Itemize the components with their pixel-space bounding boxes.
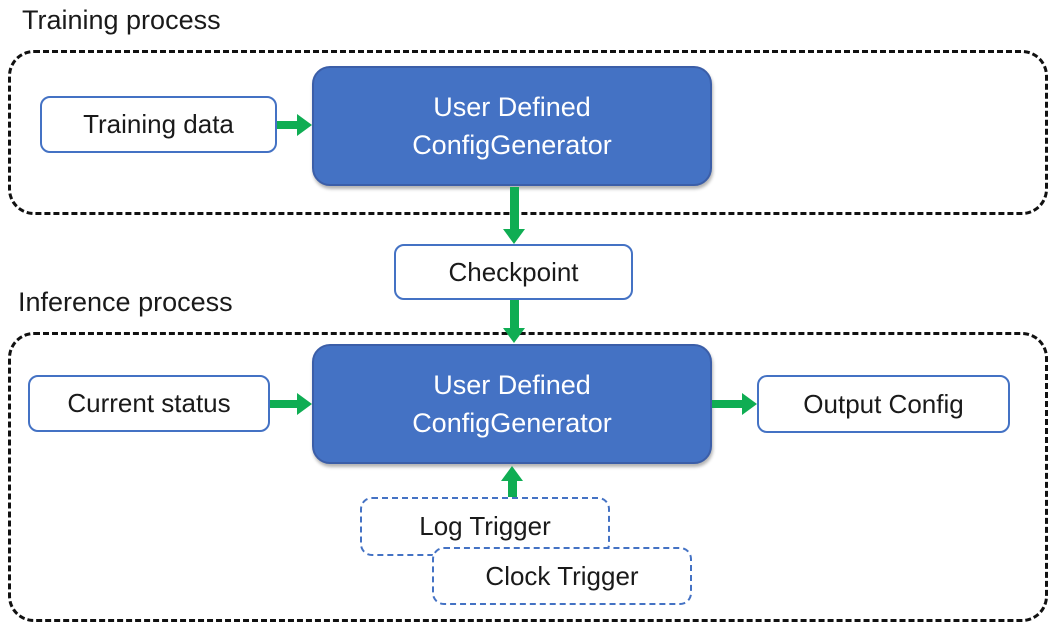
inference-generator-line1: User Defined <box>433 370 591 400</box>
arrow-checkpoint-to-inference-generator <box>503 300 525 343</box>
clock-trigger-label: Clock Trigger <box>485 560 639 591</box>
arrow-training-data-to-generator <box>277 114 312 136</box>
current-status-label: Current status <box>67 388 231 418</box>
arrow-triggers-to-generator <box>501 466 523 497</box>
inference-generator-line2: ConfigGenerator <box>412 408 612 438</box>
training-section-label: Training process <box>22 5 221 35</box>
training-data-label: Training data <box>83 109 234 139</box>
checkpoint-label: Checkpoint <box>448 256 579 287</box>
arrow-generator-to-checkpoint <box>503 187 525 244</box>
output-config-box: Output Config <box>757 375 1010 433</box>
current-status-box: Current status <box>28 375 270 432</box>
clock-trigger-box: Clock Trigger <box>432 547 692 605</box>
inference-generator-box: User Defined ConfigGenerator <box>312 344 712 464</box>
arrow-generator-to-output-config <box>712 393 757 415</box>
log-trigger-label: Log Trigger <box>419 511 551 541</box>
inference-process-container <box>8 332 1048 622</box>
training-data-box: Training data <box>40 96 277 153</box>
checkpoint-box: Checkpoint <box>394 244 633 300</box>
training-generator-box: User Defined ConfigGenerator <box>312 66 712 186</box>
inference-section-label: Inference process <box>18 287 233 317</box>
training-generator-line2: ConfigGenerator <box>412 130 612 160</box>
training-process-container <box>8 50 1048 215</box>
output-config-label: Output Config <box>803 388 964 419</box>
training-generator-line1: User Defined <box>433 92 591 122</box>
log-trigger-box: Log Trigger <box>360 497 610 556</box>
arrow-current-status-to-generator <box>270 393 312 415</box>
